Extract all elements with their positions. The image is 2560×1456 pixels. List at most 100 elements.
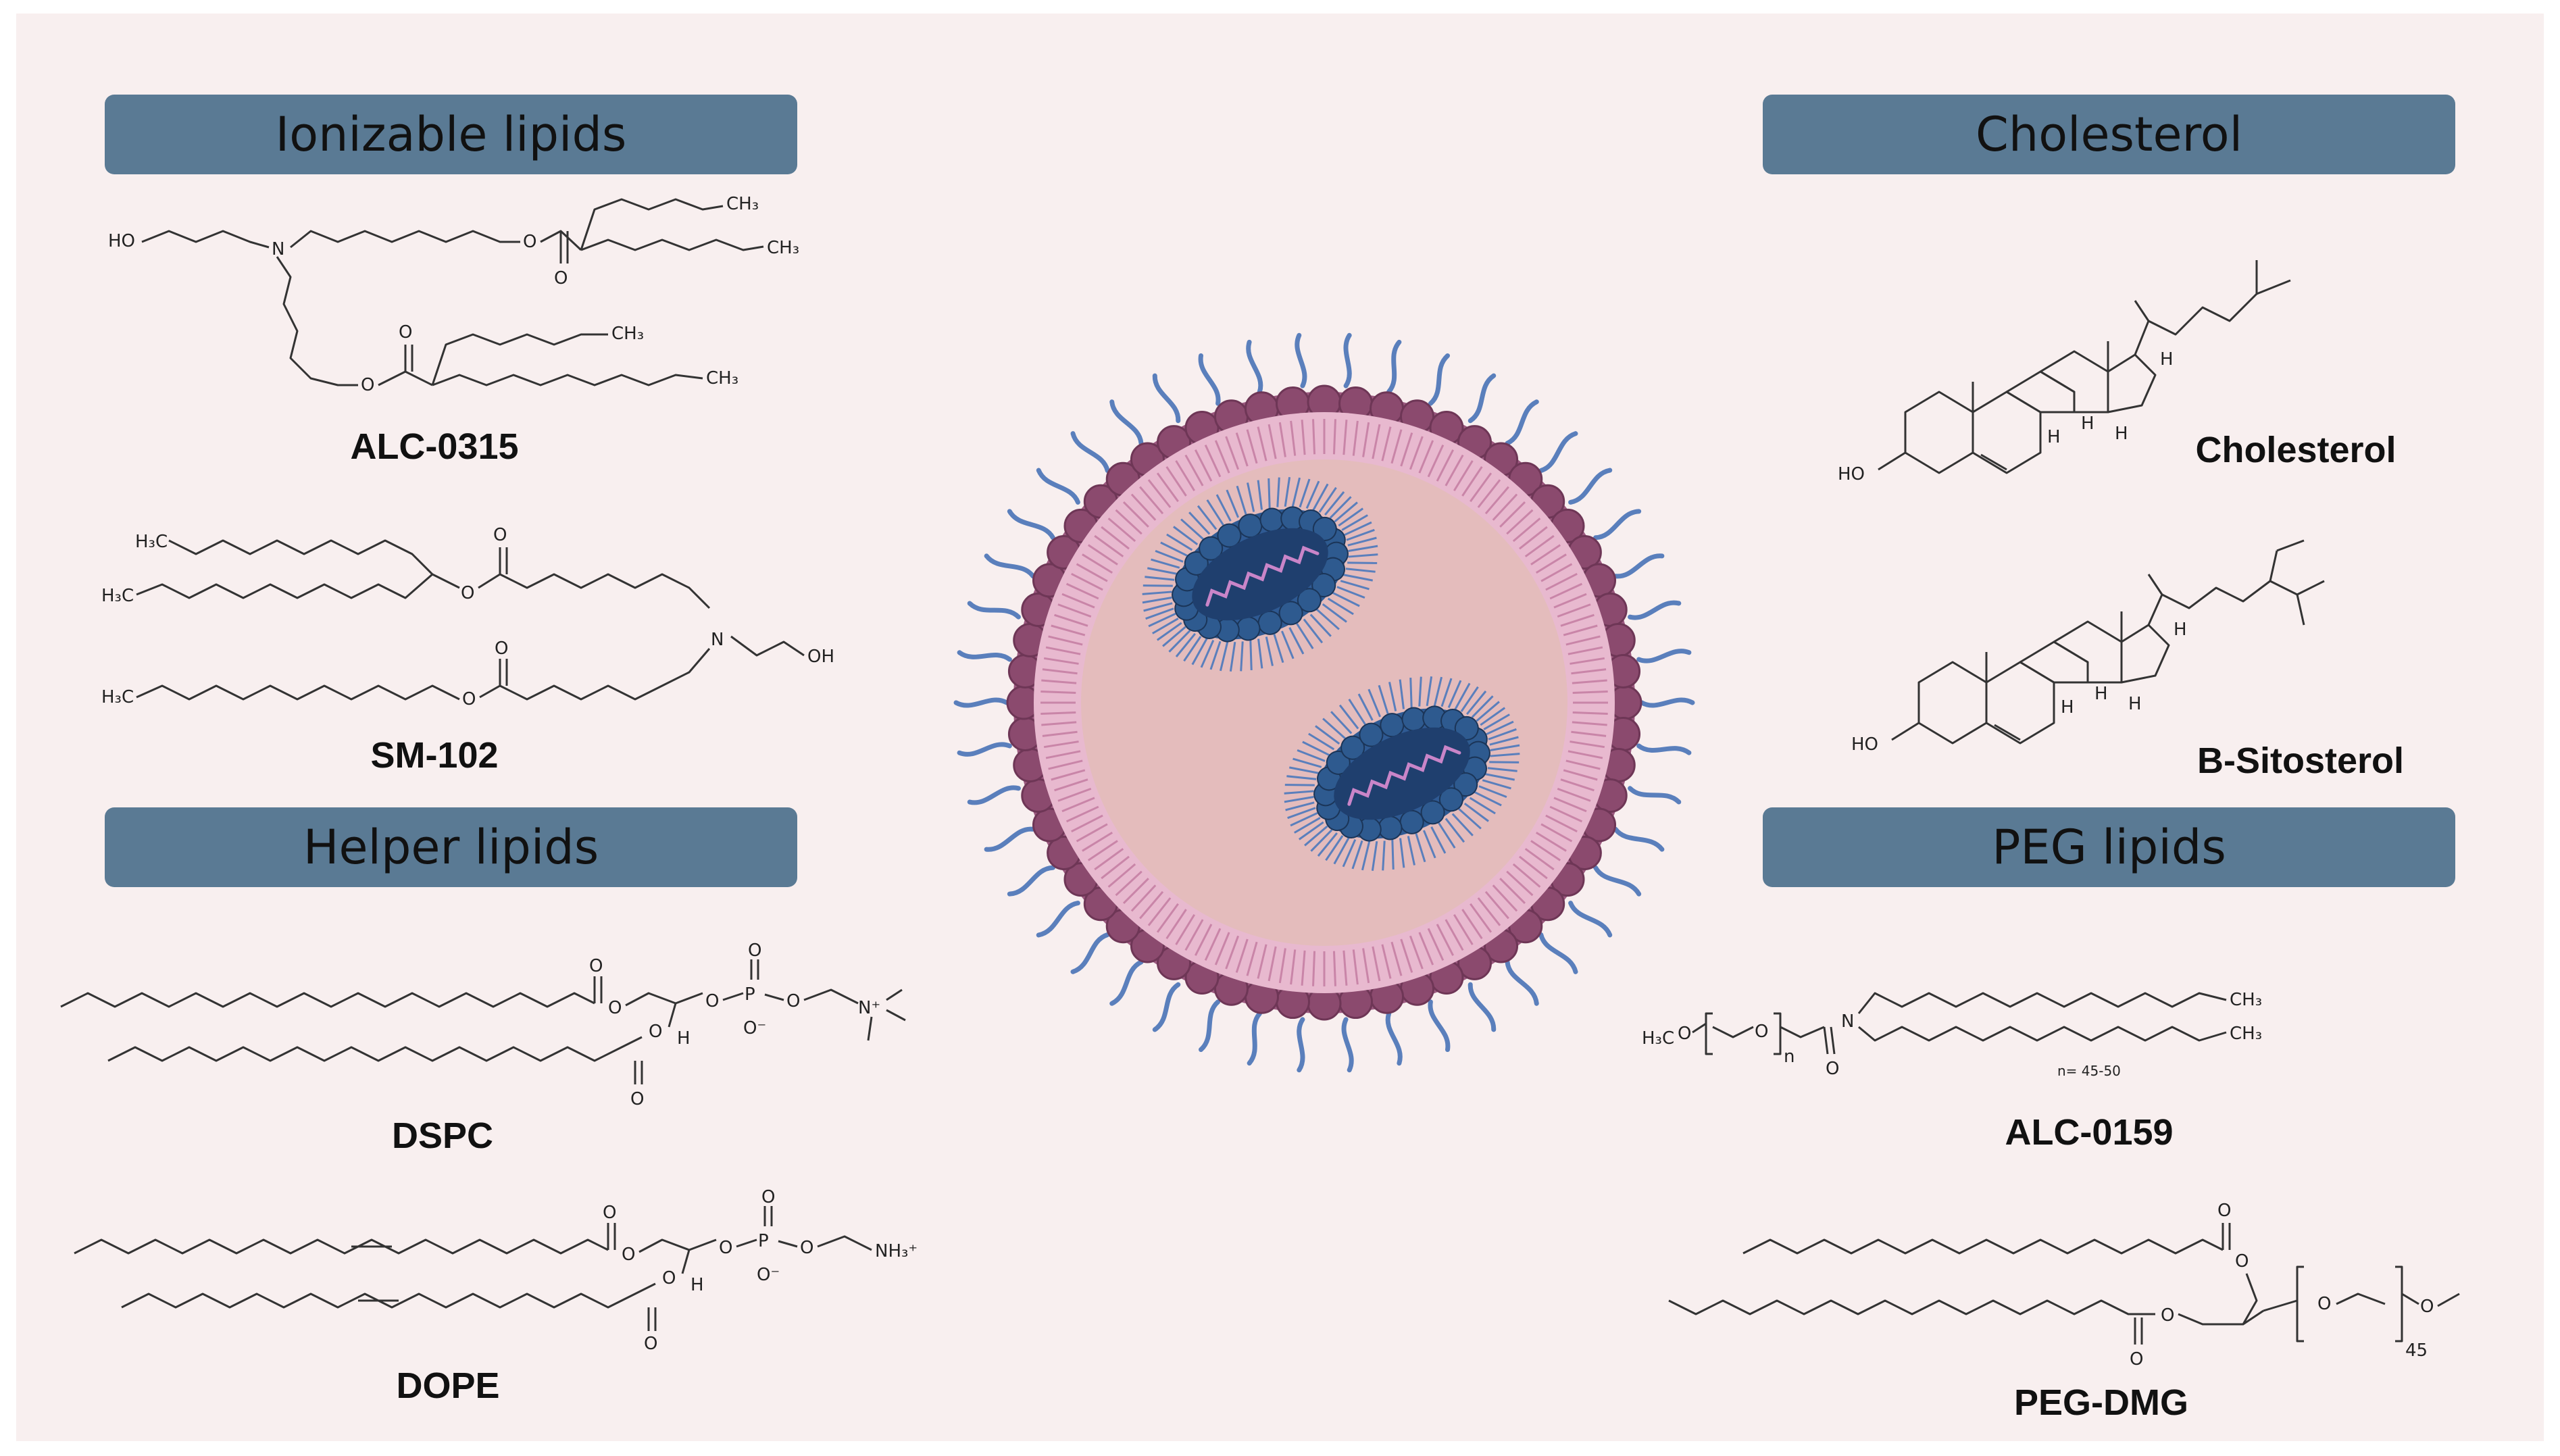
lipid-tail [1342, 420, 1348, 455]
micelle-spike [1156, 622, 1182, 641]
svg-text:O: O [2235, 1251, 2249, 1272]
lipid-tail [1506, 509, 1534, 535]
mrna-strand [1205, 545, 1320, 607]
lipid-tail [1400, 938, 1413, 973]
peg-tail [1070, 932, 1110, 974]
lipid-tail [1165, 466, 1187, 497]
peg-tail [1467, 373, 1497, 424]
lipid-tail [1041, 721, 1077, 726]
micelle-spike [1284, 477, 1291, 507]
lipid-tail [1545, 572, 1578, 591]
micelle-spike [1430, 826, 1447, 854]
peg-tail [1568, 468, 1613, 505]
lipid-tail [1557, 603, 1591, 618]
micelle-spike [1483, 713, 1510, 730]
lipid-tail [1445, 919, 1464, 951]
lipid-tail [1122, 501, 1149, 528]
svg-text:45: 45 [2405, 1340, 2428, 1361]
lipid-tail [1139, 486, 1164, 515]
lipid-tail [1436, 449, 1455, 482]
svg-text:O: O [554, 268, 568, 288]
lipid-tail [1381, 426, 1392, 461]
peg-tail [1505, 959, 1539, 1006]
peg-tail [957, 742, 1012, 757]
lipid-tail [1549, 582, 1583, 600]
micelle-spike [1148, 612, 1176, 628]
lipid-tail [1278, 948, 1286, 984]
peg-tail [1467, 982, 1497, 1032]
lipid-tail [1409, 935, 1424, 970]
header-cholesterol: Cholesterol [1763, 95, 2455, 174]
svg-text:H: H [2094, 684, 2108, 704]
outer-lipid-heads [1006, 384, 1642, 1021]
micelle-spike [1324, 491, 1345, 516]
micelle-spike [1478, 785, 1507, 799]
micelle-spike [1487, 767, 1517, 772]
micelle-spike [1296, 623, 1314, 649]
lipid-tail [1082, 832, 1113, 852]
svg-text:O: O [462, 689, 476, 709]
peg-tail [957, 650, 1012, 662]
peg-tail [967, 785, 1021, 805]
micelle-spike [1240, 641, 1244, 672]
micelle-spike [1351, 840, 1363, 870]
micelle-spike [1294, 817, 1321, 834]
peg-tail [1628, 600, 1682, 620]
micelle-spike [1284, 784, 1315, 786]
micelle-spike [1166, 533, 1193, 551]
micelle-spike [1290, 811, 1318, 827]
svg-text:O: O [705, 991, 719, 1011]
micelle-spike [1142, 597, 1172, 604]
lipid-tail [1041, 679, 1077, 684]
micelle-spike [1285, 801, 1315, 811]
lipid-tail [1235, 938, 1249, 973]
peg-tail [984, 826, 1036, 852]
svg-text:H: H [2061, 697, 2074, 718]
label-dope: DOPE [396, 1365, 500, 1406]
lipid-tail [1535, 832, 1567, 852]
b-sitosterol-structure: H H H H HO [1851, 539, 2325, 755]
micelle-spike [1399, 679, 1405, 709]
lipid-tail [1057, 787, 1092, 802]
micelle-spike [1332, 592, 1360, 607]
lipid-tail [1065, 582, 1099, 600]
lipid-tail [1051, 769, 1086, 781]
micelle-spike [1347, 536, 1377, 547]
micelle-spike [1433, 676, 1443, 707]
svg-text:O⁻: O⁻ [743, 1018, 766, 1038]
lipid-tail [1147, 479, 1172, 508]
svg-text:N⁺: N⁺ [858, 998, 880, 1018]
micelle-spike [1469, 797, 1496, 815]
svg-text:HO: HO [108, 231, 135, 251]
micelle-spike [1318, 486, 1337, 513]
lipid-tail [1567, 646, 1603, 655]
lipid-tail [1184, 454, 1204, 486]
micelle-spike [1488, 728, 1517, 740]
lipid-tail [1290, 949, 1297, 985]
svg-text:O: O [2130, 1349, 2143, 1370]
micelle-spike [1490, 753, 1520, 757]
micelle-spike [1347, 561, 1378, 564]
svg-text:O: O [748, 940, 761, 961]
micelle-spike [1334, 501, 1358, 523]
peg-tail [1341, 1017, 1354, 1073]
lipid-tail [1246, 941, 1258, 976]
lipid-tail [1506, 870, 1534, 897]
lipid-tail [1571, 668, 1607, 675]
svg-text:O: O [608, 998, 622, 1018]
lipid-tail [1342, 950, 1348, 986]
micelle-spike [1249, 640, 1253, 670]
lipid-tail [1524, 534, 1555, 557]
svg-text:O: O [649, 1022, 662, 1042]
svg-text:N: N [272, 239, 284, 259]
lipid-tail [1156, 472, 1179, 503]
mrna-strand [1347, 745, 1461, 806]
micelle-spike [1292, 757, 1322, 768]
dope-structure: O O H O O P O O⁻ O NH₃⁺ O [74, 1187, 918, 1354]
svg-text:O: O [523, 232, 536, 252]
micelle-spike [1357, 693, 1374, 721]
svg-text:H₃C: H₃C [101, 586, 134, 606]
peg-tail [1007, 509, 1055, 541]
lipid-tail [1071, 572, 1103, 591]
peg-tail [1297, 1017, 1305, 1073]
